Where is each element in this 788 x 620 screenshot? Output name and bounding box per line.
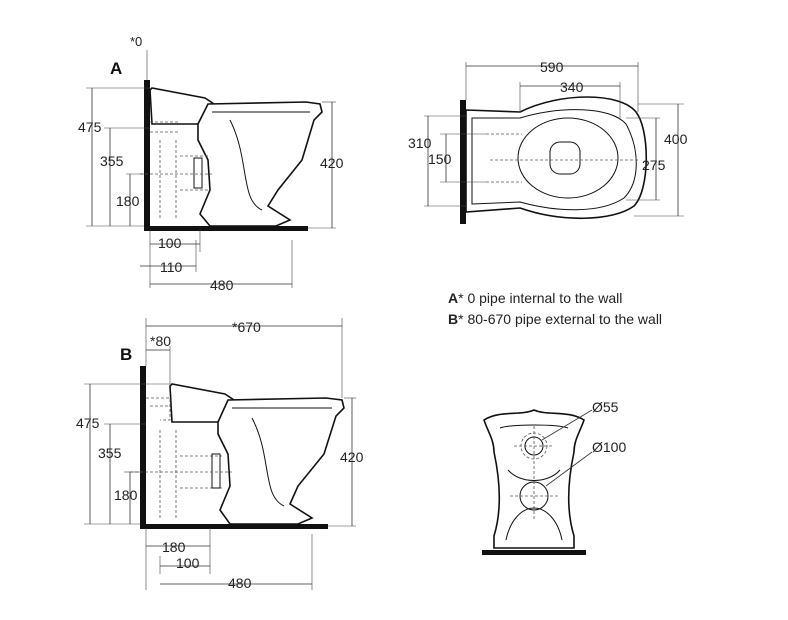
note-a-text: * 0 pipe internal to the wall: [458, 290, 623, 306]
dim-a-180: 180: [116, 193, 140, 209]
dim-b-670: *670: [232, 319, 261, 335]
dim-b-475: 475: [76, 415, 100, 431]
leader-100: [545, 451, 593, 487]
dim-a-355: 355: [100, 153, 124, 169]
floor-rear: [482, 550, 586, 555]
plan-outline: [465, 96, 648, 220]
floor-a: [144, 226, 308, 231]
plan-view: 590 340 310 150 400 275: [408, 59, 688, 224]
bowl-a: [197, 101, 323, 227]
side-view-a: A *0 475 355 180 420: [78, 34, 344, 293]
rear-view: Ø55 Ø100: [482, 399, 626, 555]
dim-b-top-offset: *80: [150, 333, 171, 349]
wall-a: [144, 80, 150, 230]
leader-55: [541, 409, 593, 441]
dim-plan-590: 590: [540, 59, 564, 75]
dim-plan-150: 150: [428, 151, 452, 167]
pipe-hidden-b: [146, 397, 222, 520]
dim-rear-100: Ø100: [592, 439, 626, 455]
view-b-letter: B: [120, 345, 132, 364]
dim-b-355: 355: [98, 445, 122, 461]
dim-b-180: 180: [114, 487, 138, 503]
plan-outlet: [549, 141, 581, 175]
dim-b-480: 480: [228, 575, 252, 591]
floor-b: [140, 524, 328, 529]
dim-a-480: 480: [210, 277, 234, 293]
dim-plan-275: 275: [642, 157, 666, 173]
note-b-text: * 80-670 pipe external to the wall: [458, 311, 663, 327]
dim-a-475: 475: [78, 119, 102, 135]
side-view-b: B *670 *80 475 355 180 420: [76, 318, 364, 591]
note-b: B* 80-670 pipe external to the wall: [448, 311, 662, 327]
dim-a-100: 100: [158, 235, 182, 251]
bowl-inner-a: [212, 111, 310, 211]
wall-b: [140, 366, 146, 528]
note-a: A* 0 pipe internal to the wall: [448, 290, 622, 306]
view-a-letter: A: [110, 59, 122, 78]
dim-plan-340: 340: [560, 79, 584, 95]
dim-b-100: 100: [176, 555, 200, 571]
wall-plan: [460, 100, 466, 224]
dim-b-180w: 180: [162, 539, 186, 555]
dim-a-top-offset: *0: [130, 34, 142, 49]
bowl-b: [217, 397, 345, 525]
dim-a-110: 110: [160, 259, 183, 275]
dim-plan-400: 400: [664, 131, 688, 147]
outlet-b: [211, 453, 221, 489]
dim-a-420: 420: [320, 155, 344, 171]
dim-rear-55: Ø55: [592, 399, 619, 415]
note-a-label: A: [448, 290, 459, 306]
outlet-a: [193, 157, 203, 189]
bowl-inner-b: [232, 407, 332, 507]
dim-b-420: 420: [340, 449, 364, 465]
plan-inner: [471, 109, 637, 211]
note-b-label: B: [448, 311, 459, 327]
plan-bowl: [517, 117, 619, 199]
dim-plan-310: 310: [408, 135, 432, 151]
